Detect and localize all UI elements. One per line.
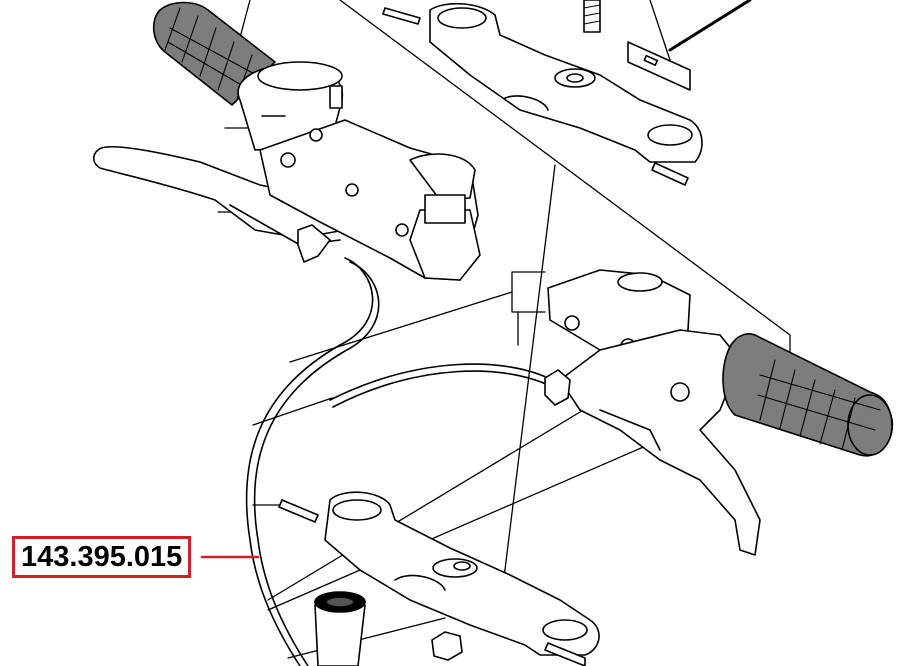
right-lever-assembly	[544, 329, 761, 556]
plate-rod	[668, 0, 752, 52]
stem-nut	[431, 631, 463, 661]
lower-triple-clamp	[324, 491, 600, 656]
brake-cables	[245, 257, 549, 666]
upper-triple-clamp	[429, 2, 703, 163]
part-number-label: 143.395.015	[12, 536, 192, 578]
clamp-bolts	[382, 0, 689, 186]
steering-stem-tube	[314, 591, 366, 666]
left-lever-assembly	[92, 119, 481, 281]
right-handlebar-grip	[722, 333, 894, 457]
lower-clamp-bolts	[278, 499, 586, 666]
mounting-plate	[627, 41, 691, 91]
